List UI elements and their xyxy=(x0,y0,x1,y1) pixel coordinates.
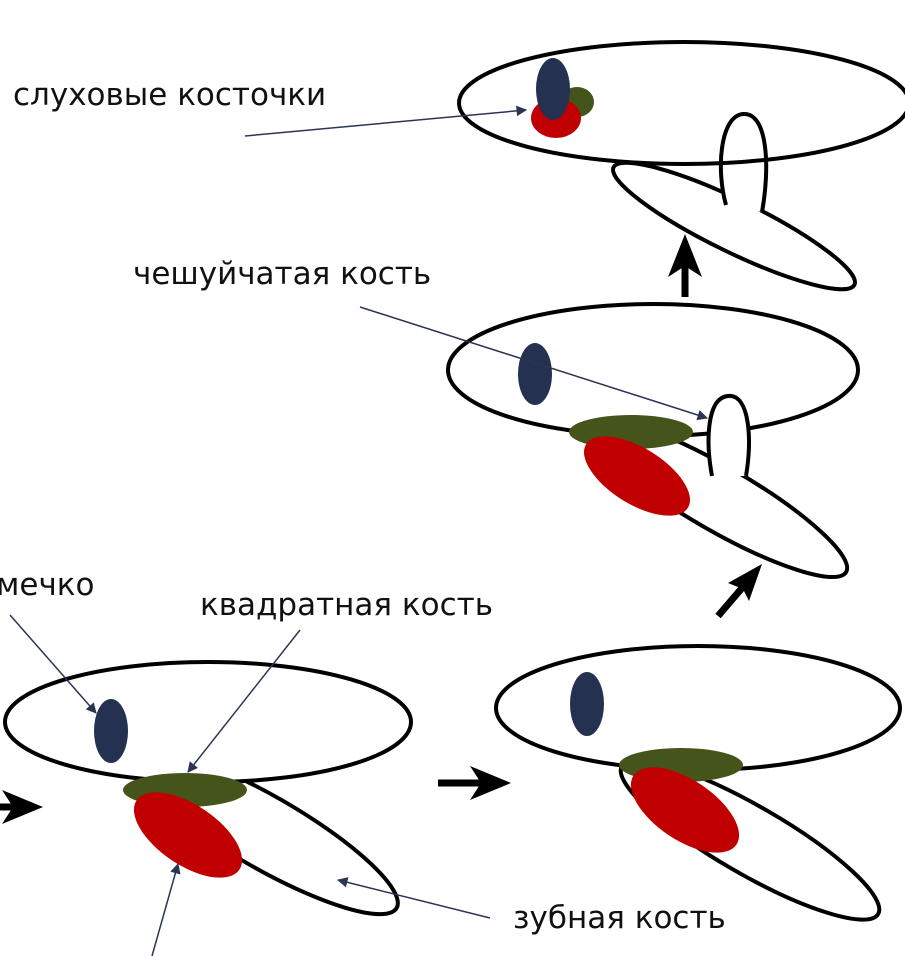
arrow-stage-3-to-4 xyxy=(668,234,702,297)
label-pointers xyxy=(10,110,707,956)
stapes-label: мечко xyxy=(0,570,94,601)
stage-2-stapes xyxy=(570,672,604,736)
dentary-label: зубная кость xyxy=(513,903,726,934)
squamosal-label: чешуйчатая кость xyxy=(133,259,431,290)
stage-1-skull-outline xyxy=(5,662,411,782)
stage-2-skull xyxy=(496,646,900,943)
stage-4-stapes xyxy=(536,58,570,120)
ossicles-label: слуховые косточки xyxy=(13,80,326,111)
stage-1-skull xyxy=(5,662,415,939)
stage-3-stapes xyxy=(518,343,552,405)
arrow-into-stage-1 xyxy=(0,790,43,824)
arrow-stage-2-to-3 xyxy=(718,564,762,616)
stage-3-coronoid-loop xyxy=(709,396,749,476)
stage-1-stapes xyxy=(94,699,128,763)
articular-pointer xyxy=(152,864,178,956)
stage-4-skull-outline xyxy=(459,42,905,164)
stage-3-skull xyxy=(448,304,862,600)
arrow-stage-1-to-2 xyxy=(438,766,511,800)
quadrate-label: квадратная кость xyxy=(200,590,493,621)
